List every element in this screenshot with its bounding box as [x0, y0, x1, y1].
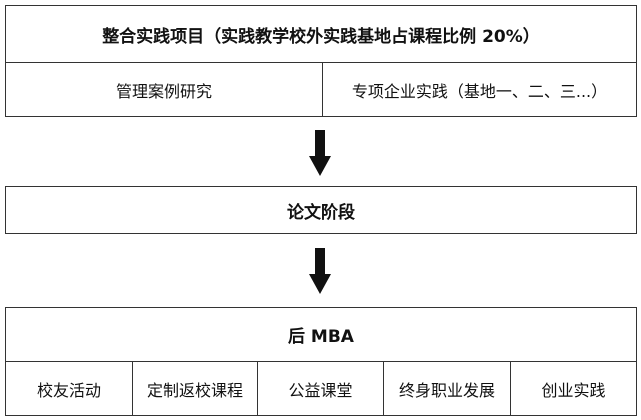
down-arrow-icon — [309, 130, 331, 176]
thesis-stage-title: 论文阶段 — [287, 202, 355, 223]
integrated-practice-header: 整合实践项目（实践教学校外实践基地占课程比例 20%） — [5, 5, 637, 63]
alumni-activities-label: 校友活动 — [36, 380, 101, 400]
down-arrow-icon — [309, 248, 331, 294]
integrated-practice-title: 整合实践项目（实践教学校外实践基地占课程比例 20%） — [102, 26, 540, 47]
custom-return-courses-box: 定制返校课程 — [132, 361, 258, 416]
post-mba-title: 后 MBA — [288, 327, 354, 347]
entrepreneurship-practice-box: 创业实践 — [510, 361, 637, 416]
lifelong-career-development-box: 终身职业发展 — [383, 361, 511, 416]
post-mba-header: 后 MBA — [5, 307, 637, 362]
public-welfare-class-box: 公益课堂 — [257, 361, 384, 416]
alumni-activities-box: 校友活动 — [5, 361, 133, 416]
thesis-stage-box: 论文阶段 — [5, 186, 637, 234]
management-case-study-label: 管理案例研究 — [115, 81, 212, 101]
enterprise-practice-box: 专项企业实践（基地一、二、三...） — [322, 62, 637, 117]
enterprise-practice-label: 专项企业实践（基地一、二、三...） — [351, 81, 608, 101]
public-welfare-class-label: 公益课堂 — [288, 380, 353, 400]
custom-return-courses-label: 定制返校课程 — [146, 380, 243, 400]
management-case-study-box: 管理案例研究 — [5, 62, 323, 117]
lifelong-career-development-label: 终身职业发展 — [398, 380, 495, 400]
entrepreneurship-practice-label: 创业实践 — [541, 380, 606, 400]
